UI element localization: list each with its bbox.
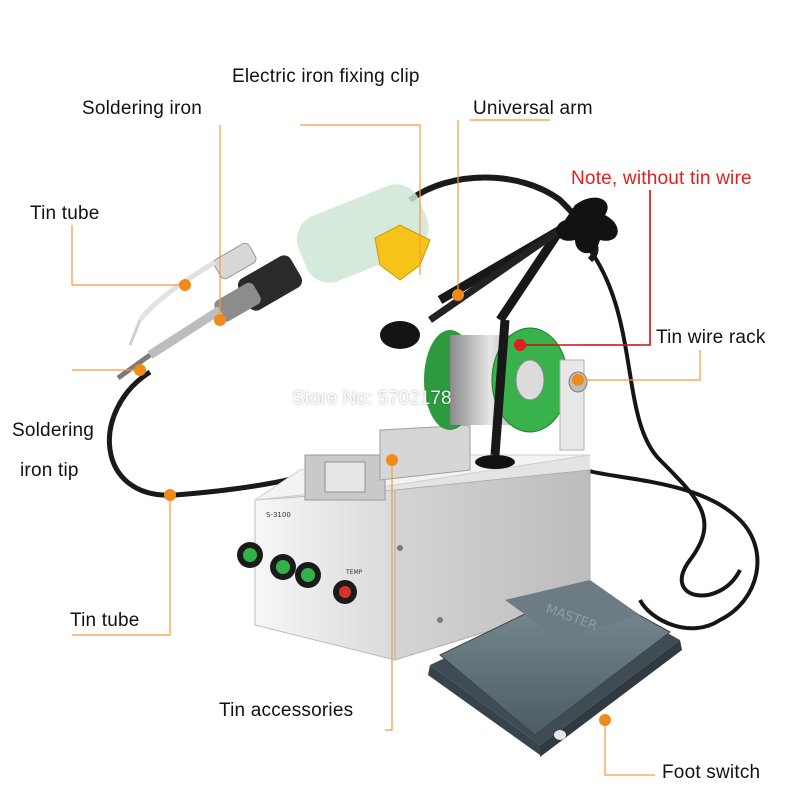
label-electric-iron-fixing-clip: Electric iron fixing clip: [232, 66, 420, 87]
knob-green-icon: [270, 554, 296, 580]
label-note-without-tin-wire: Note, without tin wire: [571, 168, 752, 189]
universal-arm: [380, 226, 564, 469]
leader-dot-icon: [134, 279, 611, 726]
label-soldering-iron-tip-line2: iron tip: [20, 460, 79, 481]
note-line: [520, 190, 651, 346]
leader-lines: [71, 119, 701, 776]
panel-model: S-3100: [266, 511, 291, 519]
knob-red-icon: [333, 580, 357, 604]
tin-spool-icon: [424, 327, 588, 451]
store-watermark: Store No: 5702178: [292, 388, 452, 409]
knob-green-icon: [295, 562, 321, 588]
knob-green-icon: [237, 542, 263, 568]
power-cord: [588, 248, 742, 598]
label-tin-accessories: Tin accessories: [219, 700, 354, 721]
label-universal-arm: Universal arm: [473, 98, 593, 119]
panel-temp: TEMP: [345, 569, 363, 576]
label-soldering-iron: Soldering iron: [82, 98, 203, 119]
label-tin-wire-rack: Tin wire rack: [656, 327, 766, 348]
power-cord-2: [584, 468, 760, 631]
wing-nut-icon: [556, 197, 618, 254]
note-dot-icon: [514, 339, 526, 351]
label-soldering-iron-tip-line1: Soldering: [12, 420, 95, 441]
label-tin-tube-bottom: Tin tube: [70, 610, 140, 631]
label-foot-switch: Foot switch: [662, 762, 761, 783]
label-tin-tube-top: Tin tube: [30, 203, 100, 224]
foot-pedal: MASTER: [428, 580, 682, 757]
soldering-iron: [116, 184, 431, 381]
tin-tube-cable: [106, 369, 322, 498]
